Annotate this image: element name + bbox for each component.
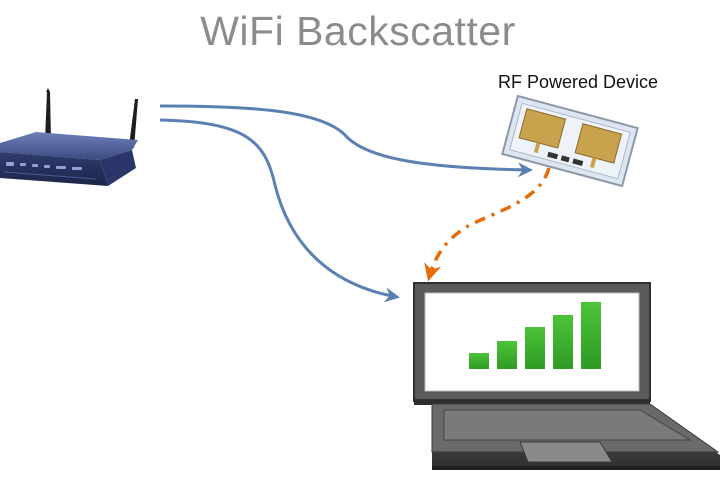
wifi-signal-arrow-to-laptop <box>159 118 400 303</box>
rf-device-label: RF Powered Device <box>498 72 659 92</box>
signal-bar-5 <box>581 302 601 369</box>
wifi-signal-arrow-to-device <box>159 104 533 178</box>
wifi-router-icon <box>0 88 138 186</box>
backscatter-arrow <box>424 167 551 282</box>
laptop-icon <box>413 282 720 470</box>
signal-bar-2 <box>497 341 517 369</box>
signal-bar-1 <box>469 353 489 369</box>
signal-bar-3 <box>525 327 545 369</box>
diagram-title: WiFi Backscatter <box>200 8 516 54</box>
rf-powered-device-icon <box>501 94 639 188</box>
signal-strength-bars-icon <box>469 302 601 369</box>
signal-bar-4 <box>553 315 573 369</box>
